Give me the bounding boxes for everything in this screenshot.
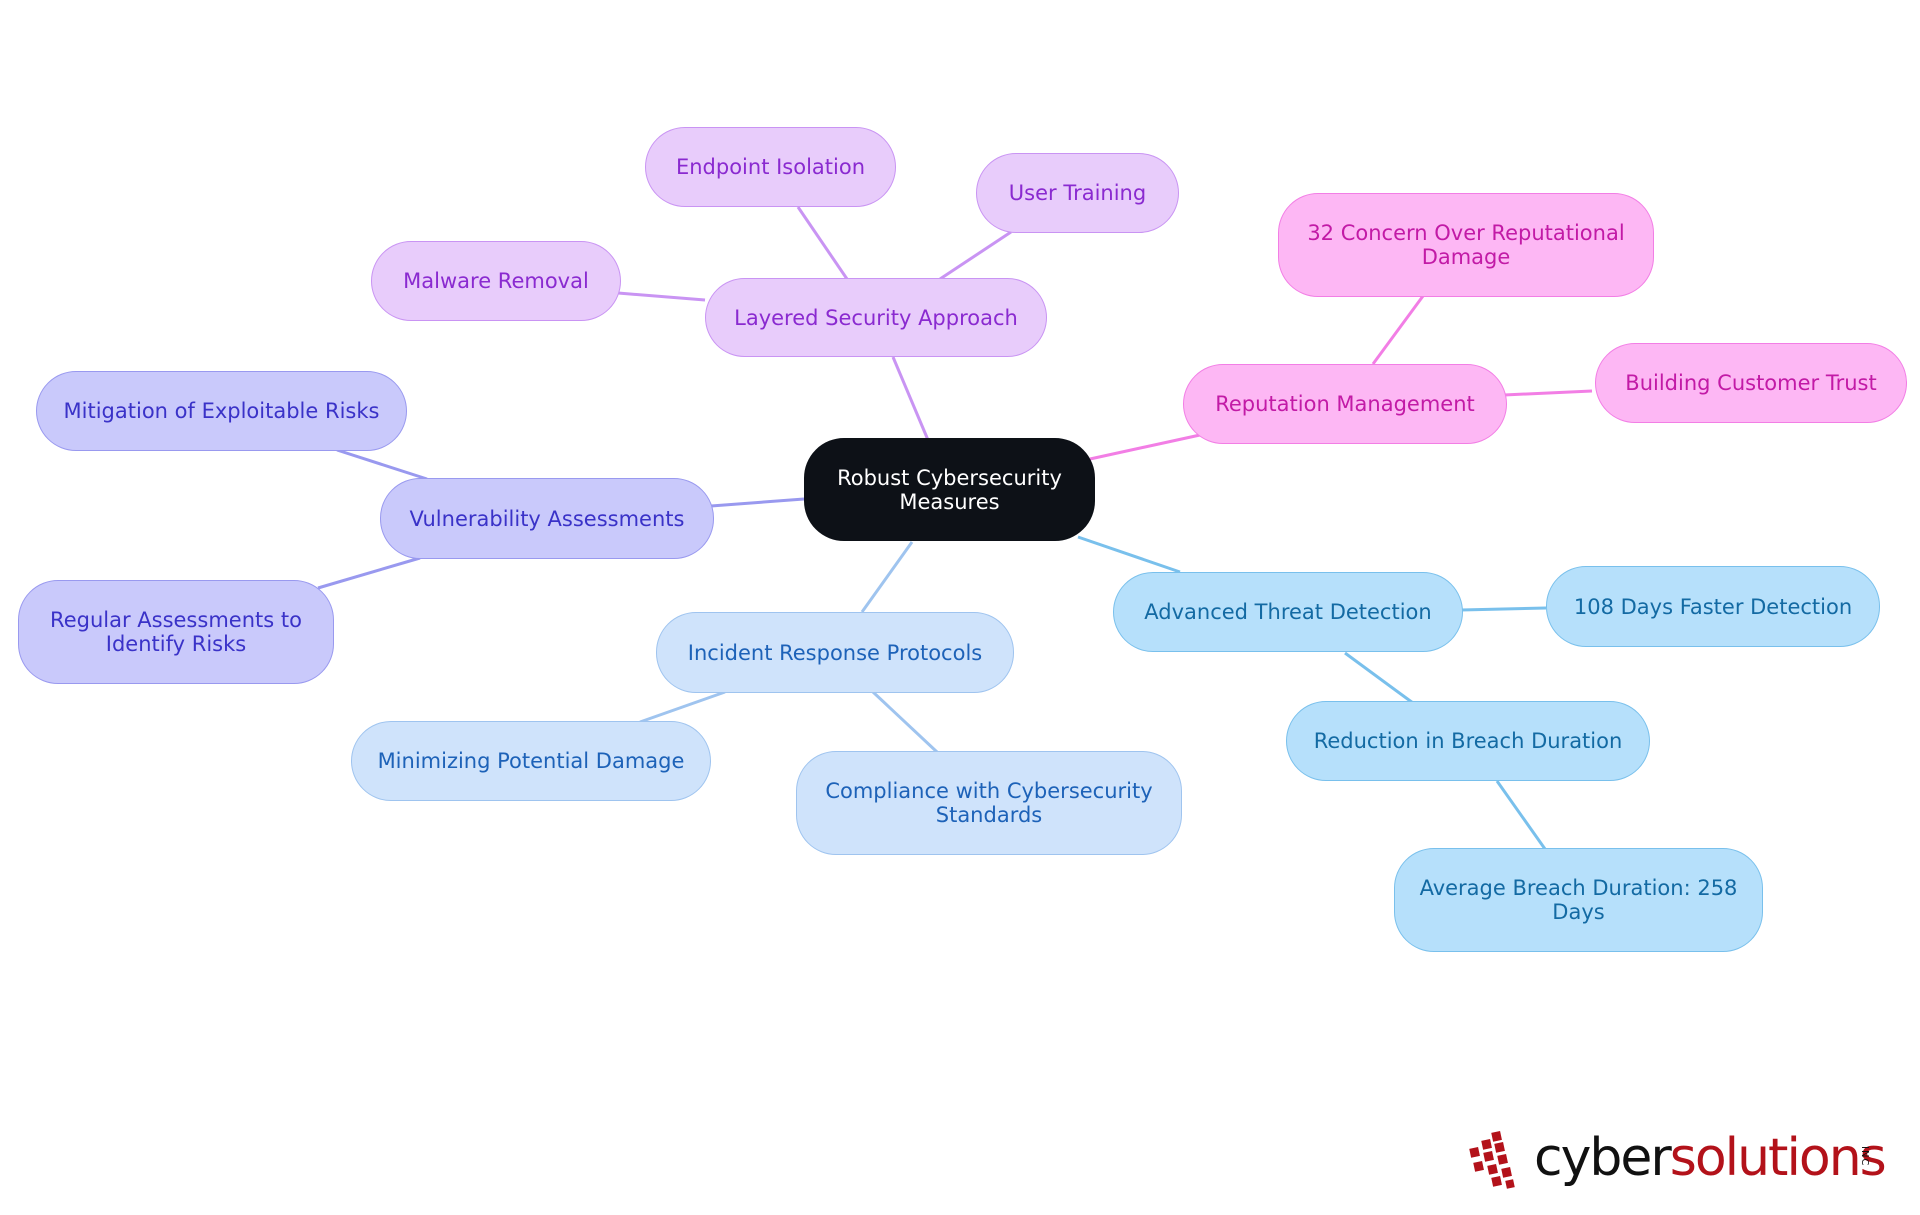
cybersolutions-logo: cybersolutions INC (1462, 1126, 1887, 1192)
node-vulnerability-assessments[interactable]: Vulnerability Assessments (380, 478, 714, 559)
edge-vulnerability-mitigation (336, 448, 428, 481)
node-incident-response[interactable]: Incident Response Protocols (656, 612, 1014, 693)
node-center-label: Robust Cybersecurity Measures (837, 465, 1062, 514)
edge-threat-faster (1460, 606, 1547, 612)
edge-center-vulnerability (710, 497, 805, 508)
node-advanced-threat-detection[interactable]: Advanced Threat Detection (1113, 572, 1463, 652)
node-user-training[interactable]: User Training (976, 153, 1179, 233)
node-mitigation-risks[interactable]: Mitigation of Exploitable Risks (36, 371, 407, 451)
edge-layered-endpoint (796, 206, 849, 280)
logo-word-cyber: cyber (1534, 1128, 1672, 1188)
edge-center-reputation (1089, 433, 1201, 461)
logo-word-solutions: solutions (1669, 1128, 1887, 1188)
edge-reduction-average (1495, 780, 1547, 850)
edge-layered-training (939, 230, 1012, 281)
node-customer-trust[interactable]: Building Customer Trust (1595, 343, 1907, 423)
edge-center-layered (891, 356, 930, 441)
node-compliance-standards[interactable]: Compliance with Cybersecurity Standards (796, 751, 1182, 855)
node-endpoint-isolation[interactable]: Endpoint Isolation (645, 127, 896, 207)
edge-reputation-trust (1503, 389, 1593, 397)
node-regular-assessments[interactable]: Regular Assessments to Identify Risks (18, 580, 334, 684)
edge-center-incident (860, 541, 914, 613)
node-center[interactable]: Robust Cybersecurity Measures (804, 438, 1095, 541)
node-average-breach-duration[interactable]: Average Breach Duration: 258 Days (1394, 848, 1763, 952)
node-faster-detection[interactable]: 108 Days Faster Detection (1546, 566, 1880, 647)
node-reputational-concern[interactable]: 32 Concern Over Reputational Damage (1278, 193, 1654, 297)
node-minimizing-damage[interactable]: Minimizing Potential Damage (351, 721, 711, 801)
node-reputation-management[interactable]: Reputation Management (1183, 364, 1507, 444)
logo-inc: INC (1859, 1146, 1870, 1167)
edge-incident-compliance (871, 690, 939, 754)
edge-threat-reduction (1344, 651, 1414, 705)
edge-layered-malware (617, 291, 706, 302)
edge-reputation-concern (1371, 295, 1425, 365)
edge-vulnerability-regular (317, 556, 421, 590)
node-malware-removal[interactable]: Malware Removal (371, 241, 621, 321)
edge-center-threat (1077, 535, 1181, 574)
logo-mark-icon (1469, 1131, 1515, 1189)
logo-wordmark: cybersolutions (1534, 1128, 1887, 1188)
node-breach-duration-reduction[interactable]: Reduction in Breach Duration (1286, 701, 1650, 781)
edge-incident-minimizing (639, 690, 726, 724)
node-layered-security[interactable]: Layered Security Approach (705, 278, 1047, 357)
